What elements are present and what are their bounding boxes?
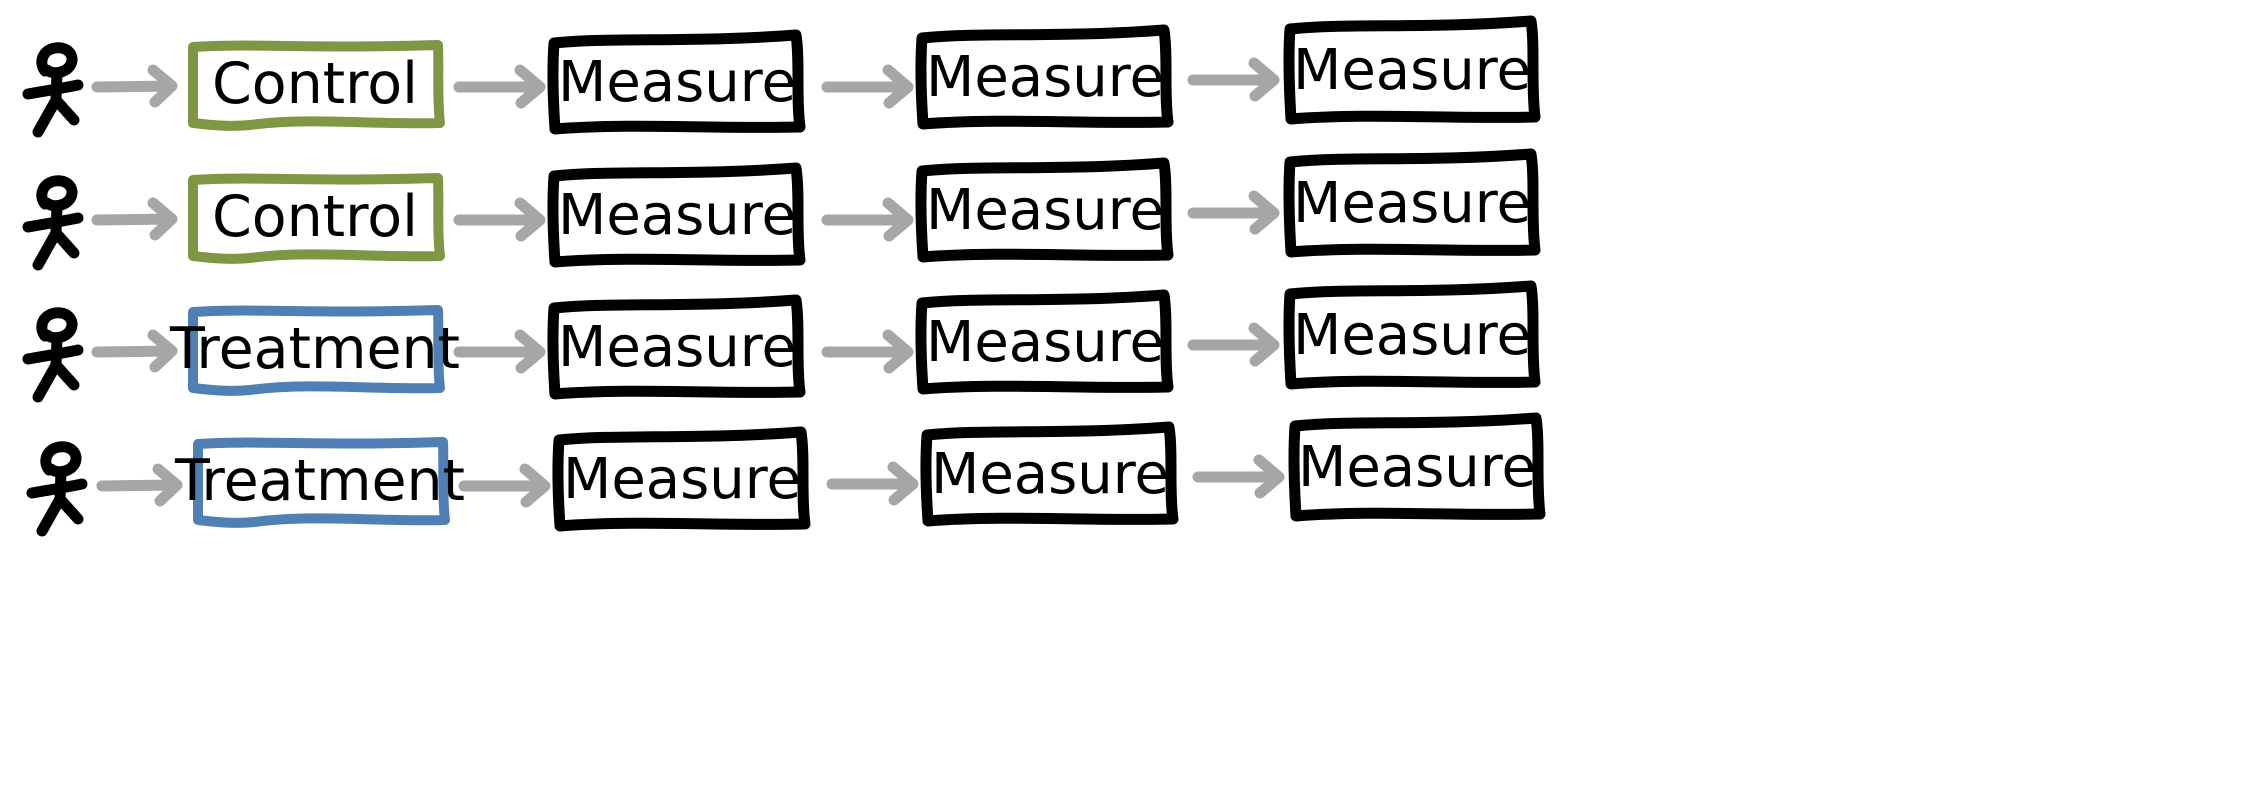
measure-label: Measure (558, 183, 796, 248)
measure-box-2: Measure (915, 289, 1174, 395)
measure-box-3: Measure (1283, 280, 1541, 390)
arrow-icon (1187, 322, 1280, 367)
arrow-icon (453, 329, 546, 374)
condition-box-treatment: Treatment (175, 437, 465, 528)
person-icon (22, 42, 84, 138)
arrow-icon (826, 461, 919, 506)
measure-box-2: Measure (920, 421, 1179, 527)
measure-box-2: Measure (915, 24, 1174, 130)
measure-box-3: Measure (1283, 15, 1541, 125)
arrow-icon (91, 329, 178, 373)
condition-box-treatment: Treatment (170, 305, 460, 396)
measure-box-1: Measure (547, 294, 806, 400)
arrow-icon (91, 197, 178, 241)
condition-label: Control (211, 183, 419, 250)
measure-label: Measure (1293, 38, 1531, 103)
arrow-icon (96, 463, 183, 507)
measure-label: Measure (563, 447, 801, 512)
measure-label: Measure (926, 178, 1164, 243)
measure-box-3: Measure (1283, 148, 1541, 258)
arrow-icon (1187, 57, 1280, 102)
arrow-icon (453, 197, 546, 242)
measure-label: Measure (1293, 171, 1531, 236)
measure-box-1: Measure (552, 426, 811, 532)
arrow-icon (91, 64, 178, 108)
person-icon (22, 307, 84, 403)
measure-label: Measure (1293, 303, 1531, 368)
measure-label: Measure (558, 315, 796, 380)
condition-box-control: Control (188, 173, 445, 264)
measure-box-3: Measure (1288, 412, 1546, 522)
condition-box-control: Control (188, 40, 445, 131)
arrow-icon (1187, 190, 1280, 235)
condition-label: Treatment (174, 447, 466, 514)
person-icon (22, 175, 84, 271)
arrow-icon (458, 463, 551, 508)
condition-label: Control (211, 50, 419, 117)
measure-label: Measure (1298, 435, 1536, 500)
arrow-icon (453, 64, 546, 109)
arrow-icon (821, 64, 914, 109)
condition-label: Treatment (169, 315, 461, 382)
arrow-icon (821, 197, 914, 242)
participant-row-1: Control Measure Measure Me (0, 15, 2267, 180)
arrow-icon (821, 329, 914, 374)
participant-row-4: Treatment Measure Measure (0, 412, 2267, 577)
participant-row-3: Treatment Measure Measure (0, 280, 2267, 445)
measure-box-1: Measure (547, 162, 806, 268)
arrow-icon (1192, 454, 1285, 499)
measure-box-1: Measure (547, 29, 806, 135)
measure-box-2: Measure (915, 157, 1174, 263)
person-icon (26, 441, 88, 537)
measure-label: Measure (926, 310, 1164, 375)
measure-label: Measure (926, 45, 1164, 110)
measure-label: Measure (558, 50, 796, 115)
measure-label: Measure (931, 442, 1169, 507)
